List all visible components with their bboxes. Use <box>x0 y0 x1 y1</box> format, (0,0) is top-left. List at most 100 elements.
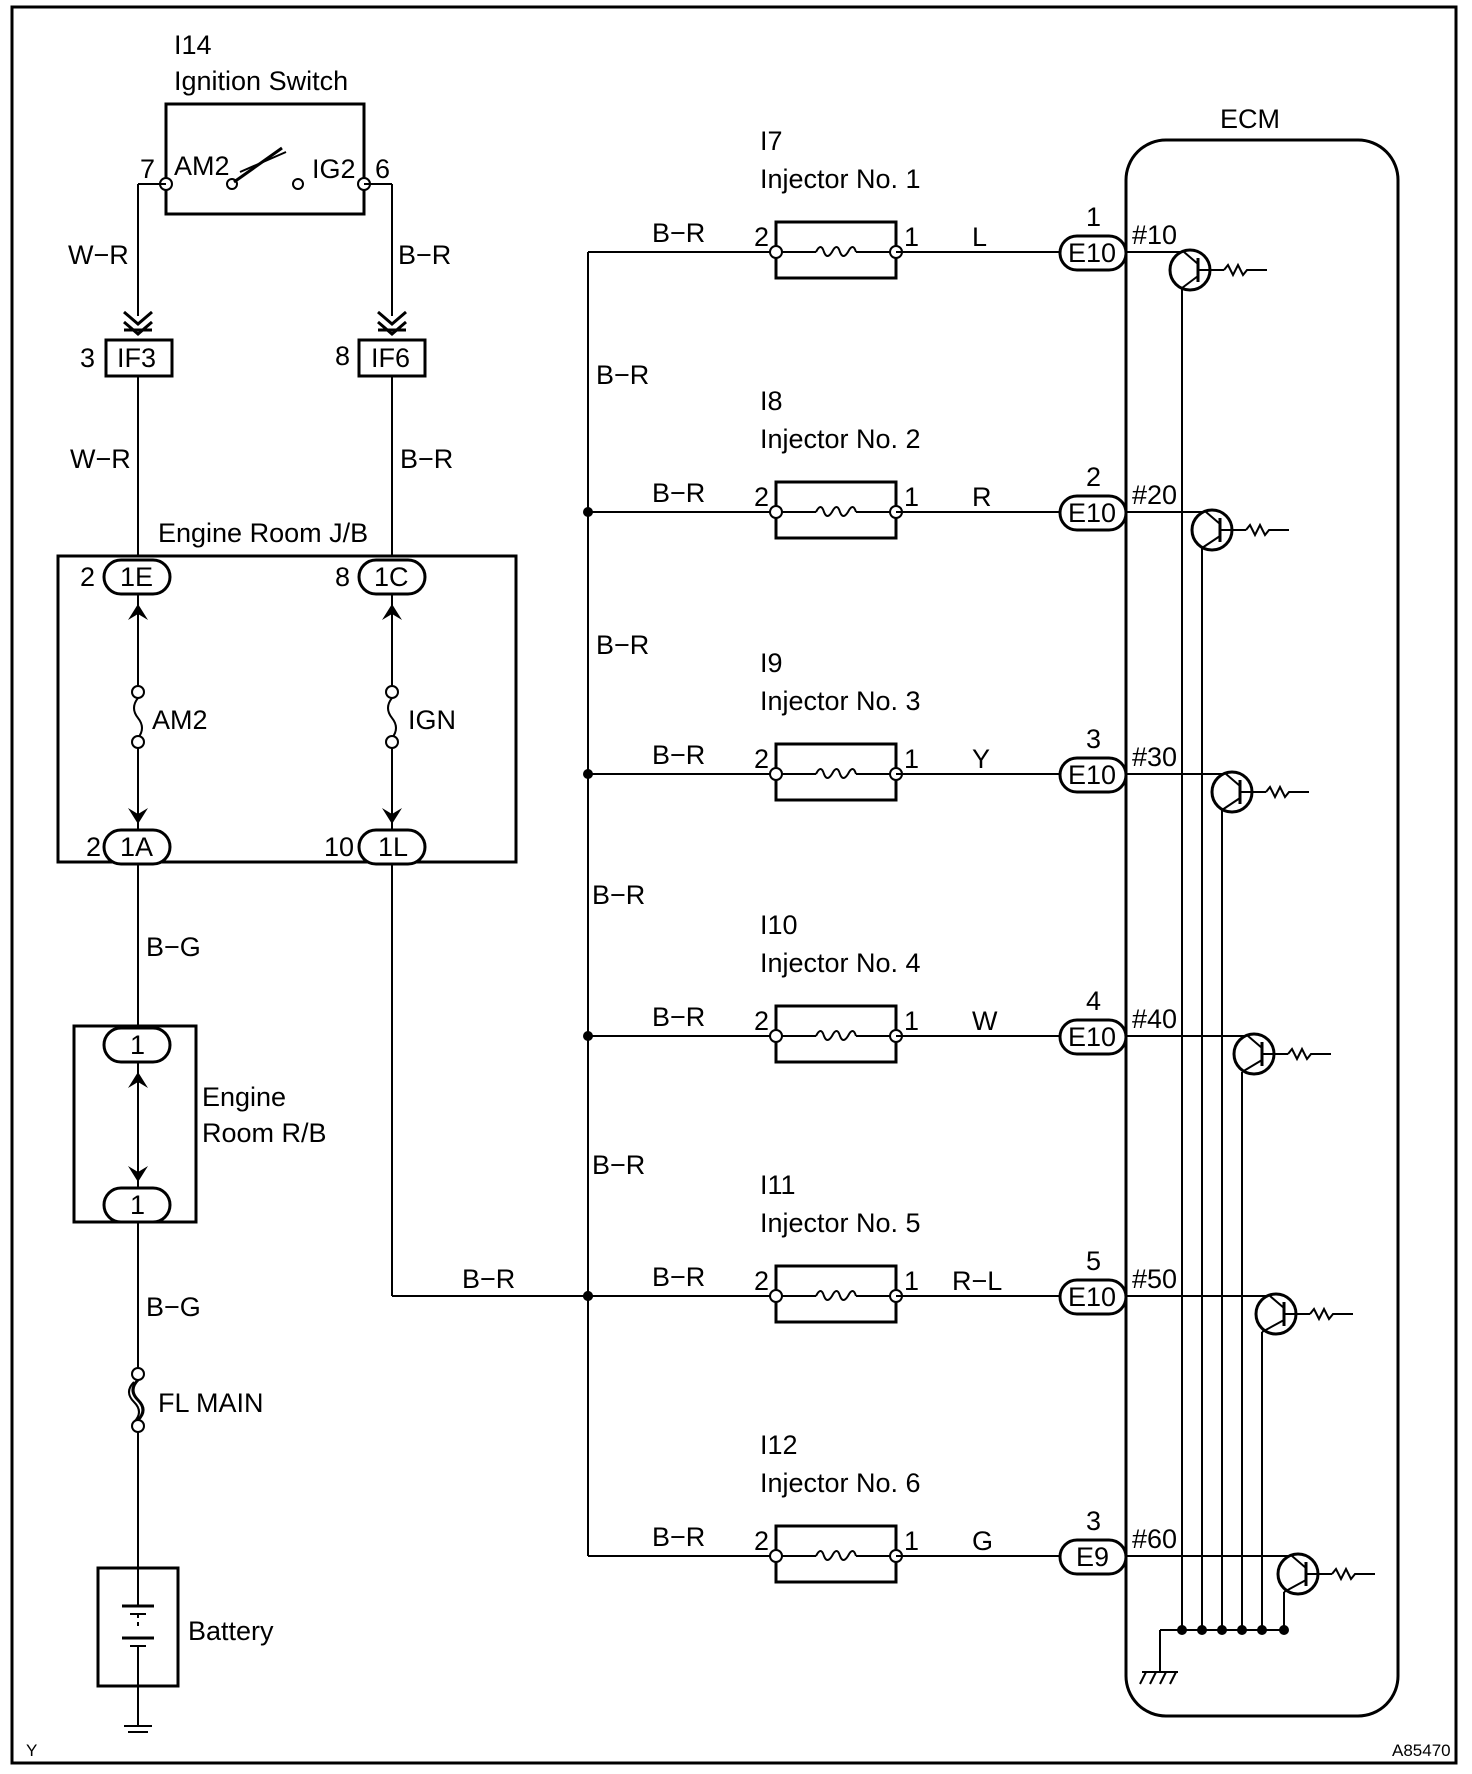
injector-name: Injector No. 5 <box>760 1208 921 1238</box>
fuse-ign-label: IGN <box>408 705 456 735</box>
injector-pin-in: 2 <box>754 222 769 252</box>
ecm-pin-number: 4 <box>1086 986 1101 1016</box>
battery: Battery <box>96 1566 274 1688</box>
ignition-switch-pin-left: 7 <box>140 154 155 184</box>
wire-label-ig-left-bottom: W−R <box>70 444 131 474</box>
ecm-signal-label: #60 <box>1132 1524 1177 1554</box>
ecm-pin-number: 5 <box>1086 1246 1101 1276</box>
wire-label-ig-right-bottom: B−R <box>400 444 453 474</box>
injector-pin-out: 1 <box>904 1526 919 1556</box>
injector-in-wire-label: B−R <box>652 1262 705 1292</box>
fuse-am2 <box>133 697 143 739</box>
ignition-switch-terminal-ig2: IG2 <box>312 154 356 184</box>
wire-label-jb-to-rb: B−G <box>146 932 201 962</box>
ignition-switch-code: I14 <box>174 30 212 60</box>
fuse-ign <box>387 697 397 739</box>
injector-pin-in: 2 <box>754 482 769 512</box>
coil-icon <box>815 246 857 257</box>
ecm-pin-number: 1 <box>1086 202 1101 232</box>
svg-text:8: 8 <box>335 562 350 592</box>
wire-label-ig-left-top: W−R <box>68 240 129 270</box>
svg-text:1L: 1L <box>378 832 408 862</box>
ecm-signal-label: #40 <box>1132 1004 1177 1034</box>
ignition-switch-name: Ignition Switch <box>174 66 348 96</box>
fl-main-label: FL MAIN <box>158 1388 264 1418</box>
injector-pin-out: 1 <box>904 744 919 774</box>
bus-label-3: B−R <box>592 880 645 910</box>
engine-room-rb: 1 1 Engine Room R/B <box>72 1024 327 1224</box>
engine-room-jb: Engine Room J/B 1E 2 1C 8 1A 2 1L 10 AM2 <box>56 518 518 866</box>
engine-room-rb-title-1: Engine <box>202 1082 286 1112</box>
fuse-fl-main <box>131 1378 145 1422</box>
injector-pin-out: 1 <box>904 1006 919 1036</box>
svg-text:1A: 1A <box>120 832 153 862</box>
ecm-driver-transistor-icon <box>1126 508 1289 1635</box>
injector-name: Injector No. 2 <box>760 424 921 454</box>
injector-out-wire-label: R−L <box>952 1266 1002 1296</box>
injector-out-wire-label: G <box>972 1526 993 1556</box>
injector-body <box>774 1004 898 1064</box>
svg-text:1E: 1E <box>120 562 153 592</box>
injector-pin-in: 2 <box>754 744 769 774</box>
footer-left: Y <box>26 1741 37 1760</box>
injector-body <box>774 480 898 540</box>
ignition-switch-pin-right: 6 <box>375 154 390 184</box>
injector-out-wire-label: R <box>972 482 992 512</box>
ecm-connector-label: E10 <box>1068 498 1116 528</box>
ecm-signal-label: #20 <box>1132 480 1177 510</box>
svg-text:1C: 1C <box>374 562 409 592</box>
injector-in-wire-label: B−R <box>652 478 705 508</box>
svg-text:8: 8 <box>335 341 350 371</box>
bus-label-4: B−R <box>592 1150 645 1180</box>
injector-code: I7 <box>760 126 783 156</box>
injector-name: Injector No. 3 <box>760 686 921 716</box>
wire-label-rb-to-fl: B−G <box>146 1292 201 1322</box>
coil-icon <box>815 768 857 779</box>
injector-out-wire-label: Y <box>972 744 990 774</box>
ecm-signal-label: #30 <box>1132 742 1177 772</box>
coil-icon <box>815 1290 857 1301</box>
injector-out-wire-label: W <box>972 1006 998 1036</box>
ignition-switch: I14 Ignition Switch 7 6 AM2 IG2 <box>140 30 390 216</box>
injector-code: I8 <box>760 386 783 416</box>
injector-in-wire-label: B−R <box>652 740 705 770</box>
coil-icon <box>815 506 857 517</box>
wire-label-ig-right-top: B−R <box>398 240 451 270</box>
ecm-driver-transistor-icon <box>1126 1292 1353 1635</box>
injector-body <box>774 1524 898 1584</box>
svg-text:1: 1 <box>130 1190 145 1220</box>
ecm-driver-transistor-icon <box>1126 1552 1375 1635</box>
injector-name: Injector No. 4 <box>760 948 921 978</box>
battery-label: Battery <box>188 1616 274 1646</box>
injector-in-wire-label: B−R <box>652 218 705 248</box>
ecm-connector-label: E9 <box>1076 1542 1109 1572</box>
injector-pin-in: 2 <box>754 1266 769 1296</box>
ecm-signal-label: #50 <box>1132 1264 1177 1294</box>
engine-room-rb-title-2: Room R/B <box>202 1118 327 1148</box>
svg-text:IF6: IF6 <box>371 343 410 373</box>
frame <box>10 5 1458 1765</box>
ecm-title: ECM <box>1220 104 1280 134</box>
injector-code: I9 <box>760 648 783 678</box>
injector-body <box>774 742 898 802</box>
ecm-connector-label: E10 <box>1068 760 1116 790</box>
ecm-pin-number: 3 <box>1086 724 1101 754</box>
injector-pin-out: 1 <box>904 1266 919 1296</box>
ecm-driver-transistor-icon <box>1126 1032 1331 1635</box>
svg-text:2: 2 <box>80 562 95 592</box>
ecm-connector-label: E10 <box>1068 1282 1116 1312</box>
svg-text:1: 1 <box>130 1030 145 1060</box>
coil-icon <box>815 1030 857 1041</box>
injector-pin-in: 2 <box>754 1526 769 1556</box>
ecm-signal-label: #10 <box>1132 220 1177 250</box>
bus-label-2: B−R <box>596 630 649 660</box>
injector-body <box>774 1264 898 1324</box>
svg-text:IF3: IF3 <box>117 343 156 373</box>
injector-pin-out: 1 <box>904 482 919 512</box>
